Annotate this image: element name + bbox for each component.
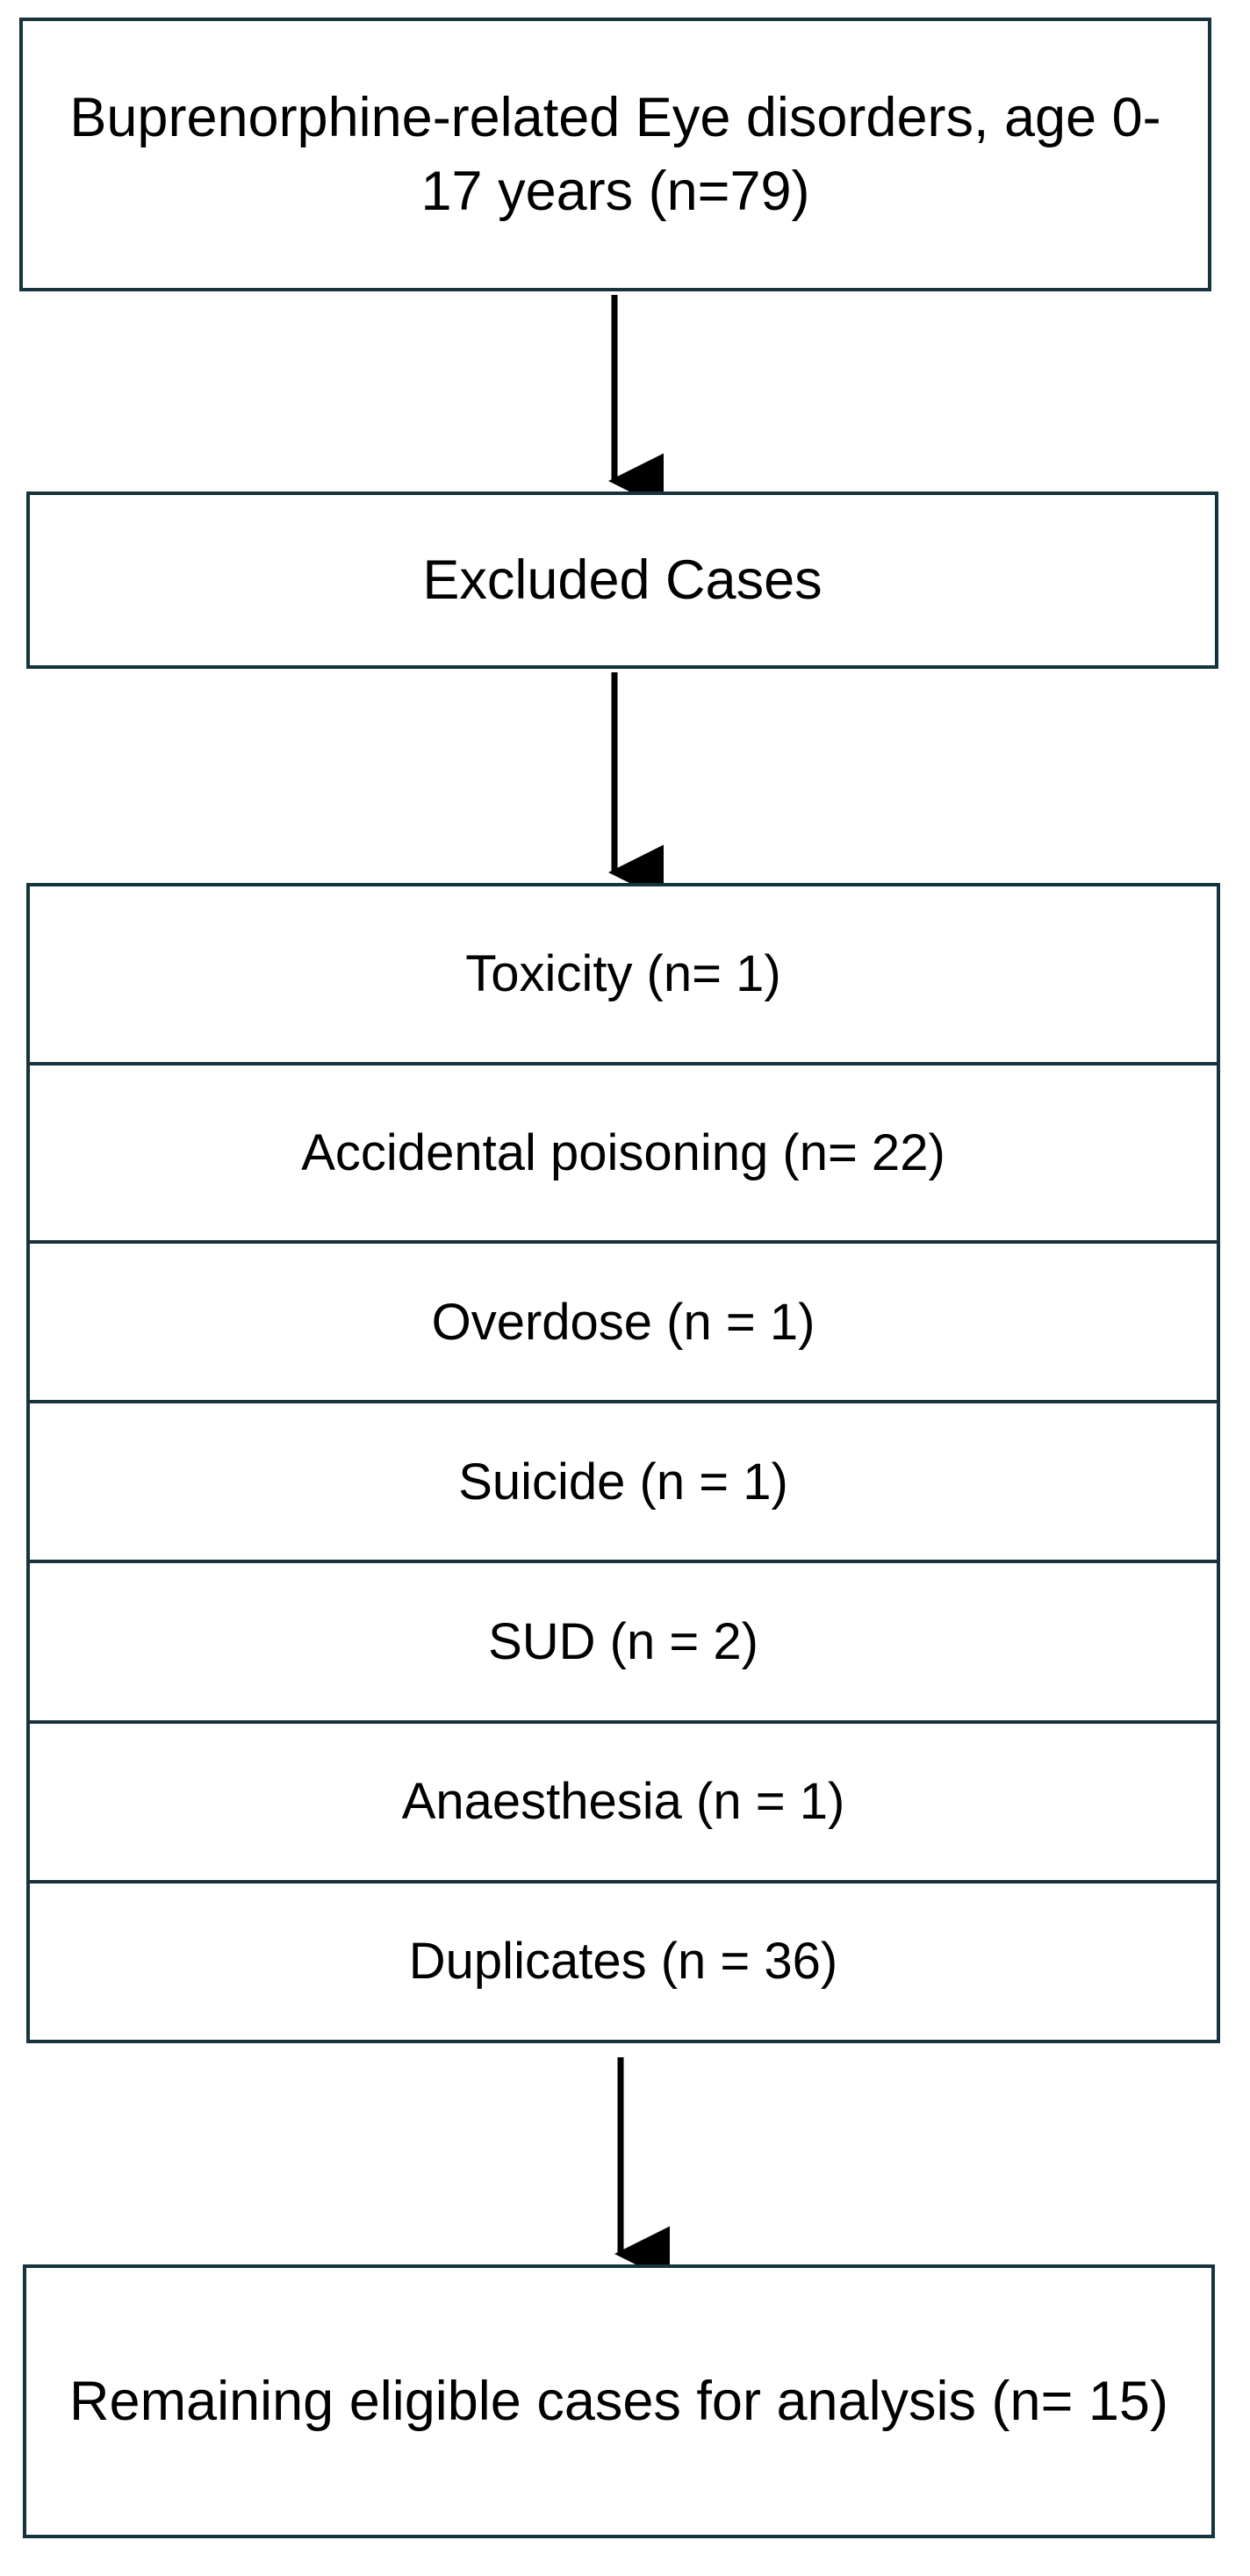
exclusion-row-label: Suicide (n = 1) [458, 1453, 788, 1510]
node-source-population: Buprenorphine-related Eye disorders, age… [19, 18, 1211, 291]
exclusion-reasons-stack: Toxicity (n= 1) Accidental poisoning (n=… [26, 883, 1220, 2043]
exclusion-row-suicide: Suicide (n = 1) [30, 1403, 1217, 1564]
exclusion-row-overdose: Overdose (n = 1) [30, 1244, 1217, 1404]
exclusion-row-duplicates: Duplicates (n = 36) [30, 1884, 1217, 2040]
exclusion-row-accidental-poisoning: Accidental poisoning (n= 22) [30, 1066, 1217, 1245]
exclusion-row-label: Overdose (n = 1) [431, 1293, 815, 1351]
node-source-population-label: Buprenorphine-related Eye disorders, age… [69, 86, 1161, 222]
exclusion-row-anaesthesia: Anaesthesia (n = 1) [30, 1724, 1217, 1884]
node-remaining-eligible-cases-label: Remaining eligible cases for analysis (n… [69, 2370, 1168, 2432]
exclusion-row-label: SUD (n = 2) [488, 1613, 758, 1671]
node-excluded-cases-header: Excluded Cases [26, 492, 1218, 669]
exclusion-row-sud: SUD (n = 2) [30, 1563, 1217, 1724]
node-excluded-cases-header-label: Excluded Cases [422, 549, 823, 611]
exclusion-row-label: Toxicity (n= 1) [465, 945, 781, 1003]
exclusion-row-label: Duplicates (n = 36) [408, 1933, 838, 1991]
exclusion-row-label: Anaesthesia (n = 1) [401, 1773, 845, 1831]
exclusion-row-toxicity: Toxicity (n= 1) [30, 886, 1217, 1066]
exclusion-row-label: Accidental poisoning (n= 22) [301, 1123, 945, 1181]
node-remaining-eligible-cases: Remaining eligible cases for analysis (n… [23, 2264, 1215, 2538]
